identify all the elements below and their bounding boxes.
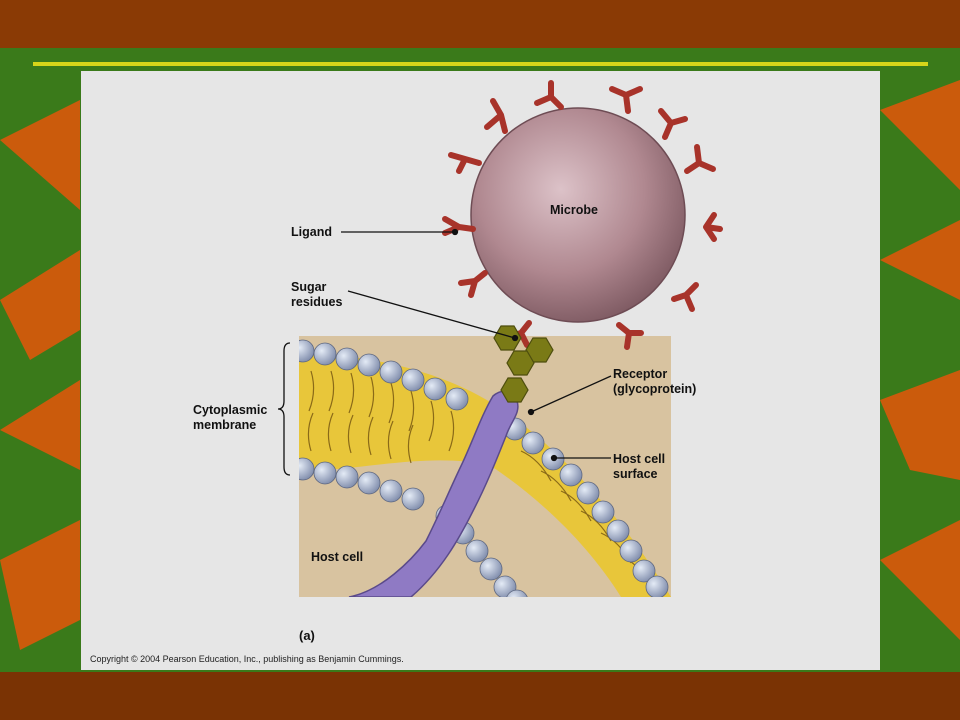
leader-lines <box>277 228 612 476</box>
yellow-rule <box>33 62 928 66</box>
label-host-cell: Host cell <box>311 550 364 564</box>
panel-letter: (a) <box>299 628 315 643</box>
label-microbe: Microbe <box>550 203 598 217</box>
bilayer-tails <box>307 370 652 587</box>
label-cytoplasmic-membrane: Cytoplasmic membrane <box>193 403 268 432</box>
sugar-residues <box>493 325 554 403</box>
label-receptor: Receptor (glycoprotein) <box>613 367 697 396</box>
copyright-notice: Copyright © 2004 Pearson Education, Inc.… <box>90 654 404 664</box>
outer-leaflet-heads <box>299 339 669 597</box>
label-host-cell-surface: Host cell surface <box>613 452 666 481</box>
figure-panel: Microbe Ligand Sugar residues Cytoplasmi… <box>81 71 880 670</box>
top-bar <box>0 0 960 48</box>
label-sugar-residues: Sugar residues <box>291 280 343 309</box>
bottom-bar <box>0 672 960 720</box>
microbe-body <box>470 107 686 323</box>
decorative-leaves <box>0 80 960 650</box>
label-ligand: Ligand <box>291 225 332 239</box>
adhesion-diagram <box>277 80 723 597</box>
